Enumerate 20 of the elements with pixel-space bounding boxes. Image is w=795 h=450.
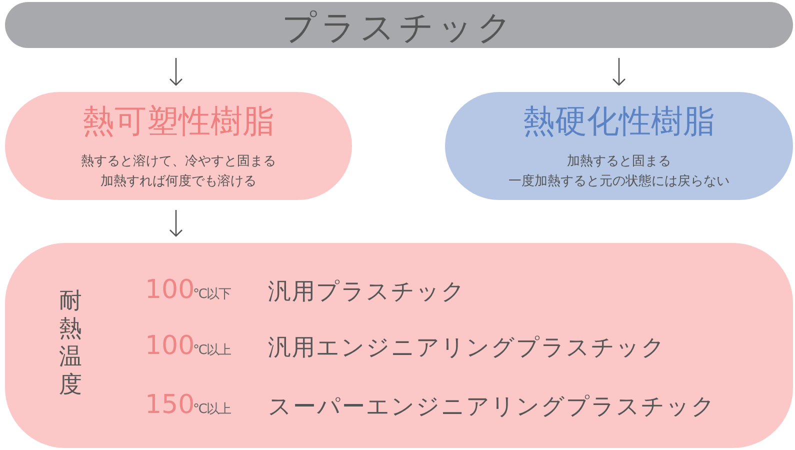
unit-label: ℃以上 <box>193 342 231 359</box>
arrow <box>169 210 183 237</box>
vertical-heading: 耐熱温度 <box>59 287 83 399</box>
plastic-type: スーパーエンジニアリングプラスチック <box>268 393 716 422</box>
plastic-type: 汎用エンジニアリングプラスチック <box>268 334 666 363</box>
unit-label: ℃以下 <box>193 286 231 303</box>
plastic-type: 汎用プラスチック <box>268 278 466 307</box>
description: 加熱すると固まる一度加熱すると元の状態には戻らない <box>508 153 730 191</box>
heading: 熱可塑性樹脂 <box>82 101 276 142</box>
heading: 熱硬化性樹脂 <box>522 101 716 142</box>
title-bar <box>5 2 793 48</box>
title: プラスチック <box>281 7 517 50</box>
temperature-value: 150 <box>145 390 195 420</box>
description: 熱すると溶けて、冷やすと固まる加熱すれば何度でも溶ける <box>80 153 277 191</box>
temperature-pill <box>5 243 793 448</box>
temperature-value: 100 <box>145 331 195 361</box>
temperature-value: 100 <box>145 275 195 305</box>
unit-label: ℃以上 <box>193 401 231 418</box>
arrow <box>612 58 626 86</box>
arrow <box>169 58 183 86</box>
